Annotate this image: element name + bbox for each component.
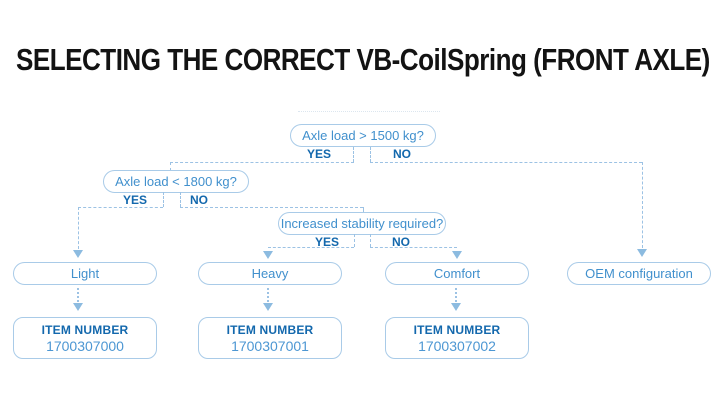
connector-d2-no-stub — [180, 192, 181, 207]
decision-question: Axle load < 1800 kg? — [115, 174, 237, 189]
connector-d1-no-horizontal — [370, 162, 642, 163]
branch-no-label: NO — [393, 147, 411, 161]
decision-question: Axle load > 1500 kg? — [302, 128, 424, 143]
item-number-label: ITEM NUMBER — [226, 322, 314, 337]
connector-d3-no-stub — [370, 234, 371, 247]
connector-d1-no-vertical — [642, 162, 643, 248]
result-label: Comfort — [433, 266, 481, 281]
result-box-oem-configuration: OEM configuration — [567, 262, 711, 285]
decision-box-axle-load-1500: Axle load > 1500 kg? — [290, 124, 436, 147]
connector-d3-yes-stub — [354, 234, 355, 247]
item-number-value: 1700307001 — [231, 337, 309, 354]
result-label: OEM configuration — [585, 266, 693, 281]
item-number-box-heavy: ITEM NUMBER 1700307001 — [198, 317, 342, 359]
arrow-down-icon — [263, 251, 273, 259]
result-box-comfort: Comfort — [385, 262, 529, 285]
result-box-light: Light — [13, 262, 157, 285]
connector-heavy-item — [267, 288, 269, 302]
branch-no-label: NO — [392, 235, 410, 249]
faint-divider-line — [298, 111, 440, 112]
connector-d1-no-stub — [370, 147, 371, 162]
decision-question: Increased stability required? — [280, 216, 444, 231]
connector-light-item — [77, 288, 79, 302]
connector-d2-yes-stub — [163, 192, 164, 207]
connector-d2-yes-horizontal — [78, 207, 163, 208]
connector-d3-no-horizontal — [370, 247, 457, 248]
connector-d2-no-corner — [363, 207, 364, 213]
arrow-down-icon — [73, 250, 83, 258]
item-number-box-comfort: ITEM NUMBER 1700307002 — [385, 317, 529, 359]
connector-d3-yes-horizontal — [268, 247, 354, 248]
item-number-label: ITEM NUMBER — [413, 322, 501, 337]
connector-comfort-item — [455, 288, 457, 302]
connector-d2-yes-vertical — [78, 207, 79, 249]
decision-box-axle-load-1800: Axle load < 1800 kg? — [103, 170, 249, 193]
connector-d1-yes-stub — [353, 147, 354, 162]
arrow-down-icon — [637, 249, 647, 257]
item-number-value: 1700307002 — [418, 337, 496, 354]
connector-d1-yes-horizontal — [170, 162, 354, 163]
branch-yes-label: YES — [314, 235, 339, 249]
arrow-down-icon — [73, 303, 83, 311]
branch-yes-label: YES — [306, 147, 331, 161]
connector-d2-no-horizontal — [180, 207, 363, 208]
branch-yes-label: YES — [122, 193, 147, 207]
arrow-down-icon — [451, 303, 461, 311]
arrow-down-icon — [452, 251, 462, 259]
item-number-box-light: ITEM NUMBER 1700307000 — [13, 317, 157, 359]
branch-no-label: NO — [190, 193, 208, 207]
result-box-heavy: Heavy — [198, 262, 342, 285]
arrow-down-icon — [263, 303, 273, 311]
result-label: Heavy — [251, 266, 289, 281]
page-title: SELECTING THE CORRECT VB-CoilSpring (FRO… — [16, 42, 710, 77]
connector-d1-yes-corner — [170, 162, 171, 171]
item-number-label: ITEM NUMBER — [41, 322, 129, 337]
item-number-value: 1700307000 — [46, 337, 124, 354]
result-label: Light — [70, 266, 100, 281]
decision-box-increased-stability: Increased stability required? — [278, 212, 446, 235]
